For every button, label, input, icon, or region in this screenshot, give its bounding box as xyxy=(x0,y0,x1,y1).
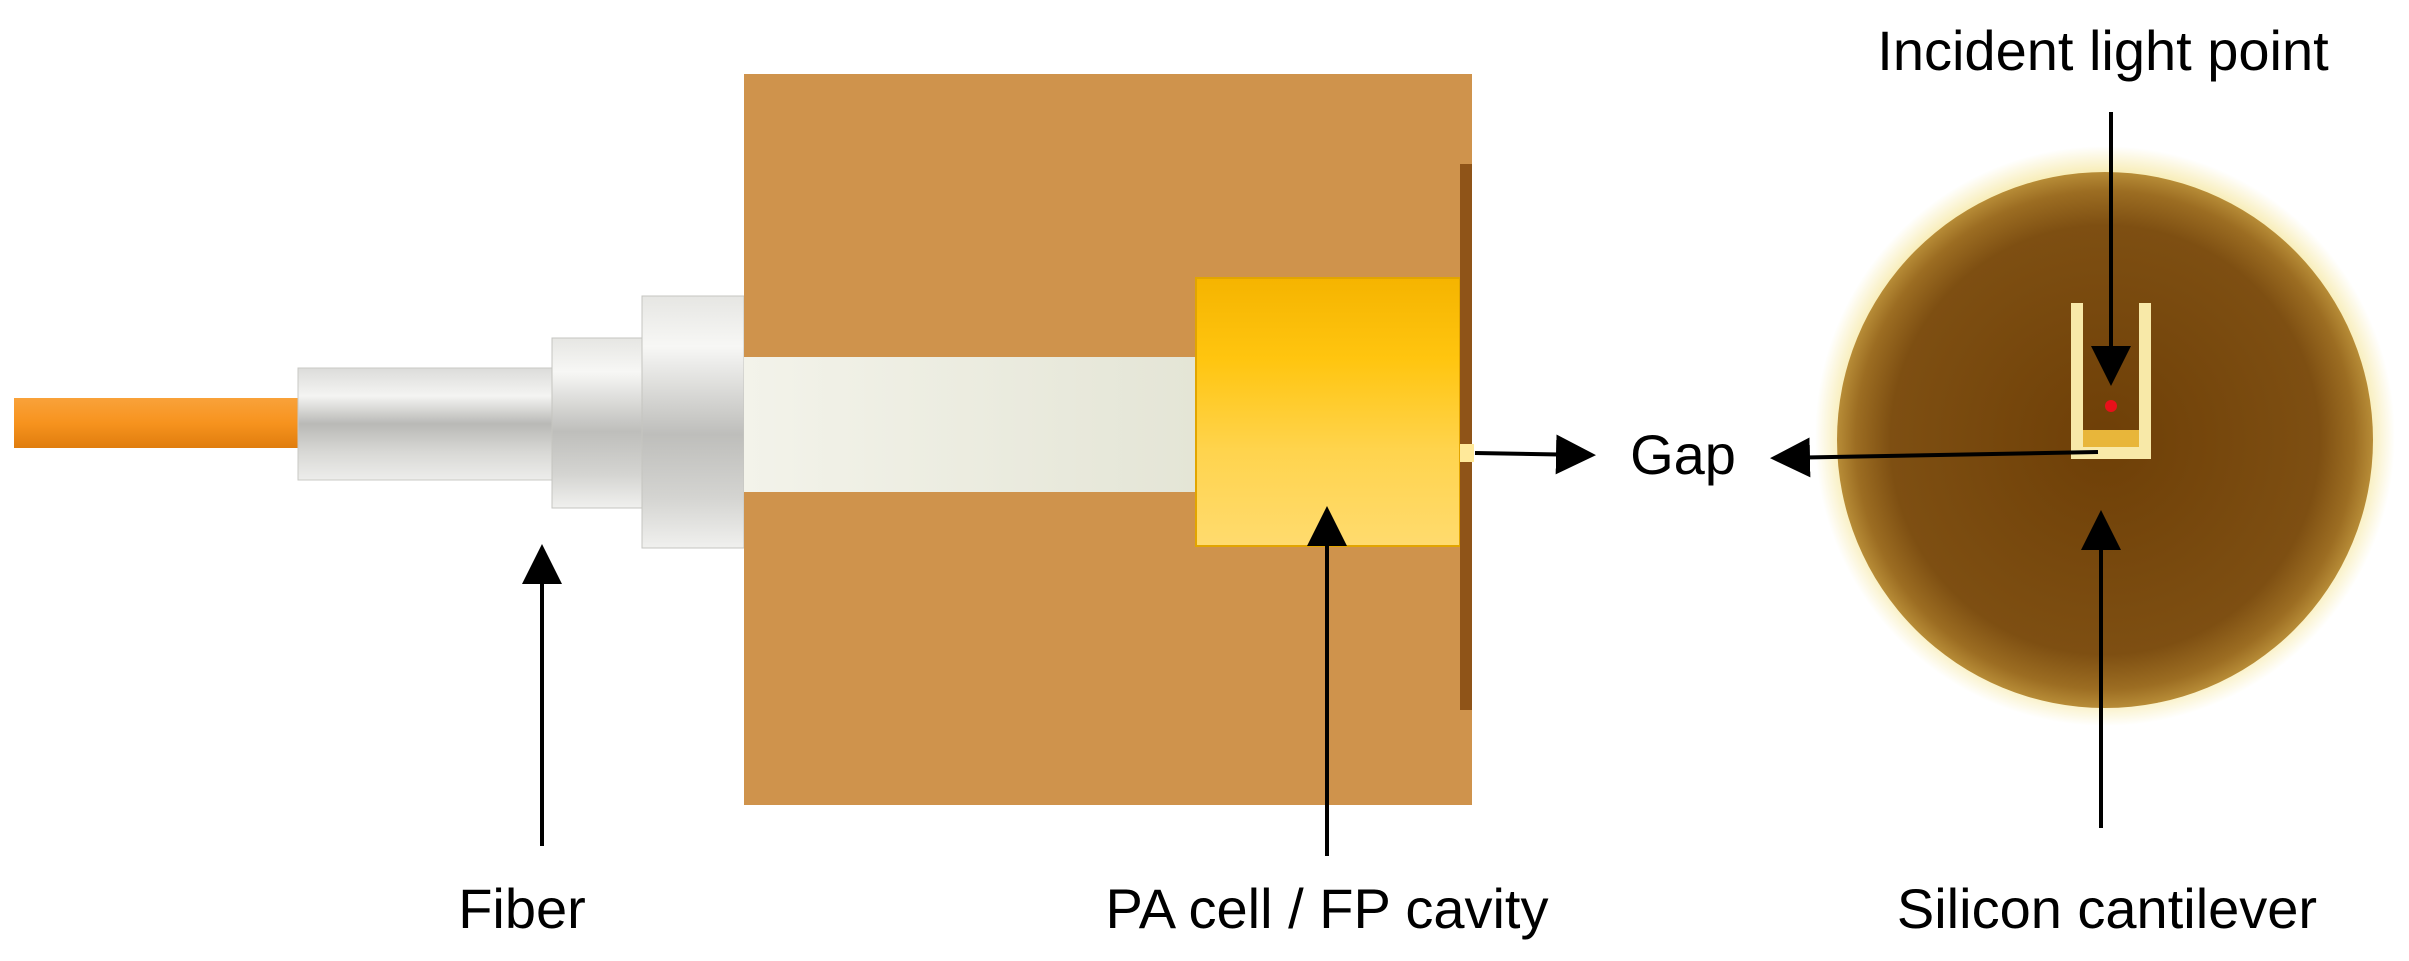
gap-label: Gap xyxy=(1630,423,1736,486)
pa-cell-label: PA cell / FP cavity xyxy=(1106,877,1549,940)
fiber-sleeve-middle xyxy=(551,337,645,509)
gap-arrow-right xyxy=(1770,437,2099,478)
fiber-label: Fiber xyxy=(458,877,586,940)
ferrule xyxy=(744,357,1196,492)
fiber-sleeve-inner xyxy=(641,295,745,549)
diaphragm-strip-bottom xyxy=(1460,462,1472,710)
cantilever-slot-shade xyxy=(2083,430,2139,447)
pa-cell-cavity xyxy=(1195,277,1461,547)
incident-light-dot xyxy=(2105,400,2117,412)
cantilever-slot xyxy=(2071,303,2151,459)
incident-light-label: Incident light point xyxy=(1877,19,2329,82)
fiber-core xyxy=(14,398,301,448)
gap-opening xyxy=(1460,444,1474,462)
gap-arrow-left xyxy=(1474,434,1596,475)
fiber-sleeve-outer xyxy=(297,367,555,481)
cantilever-label: Silicon cantilever xyxy=(1897,877,2317,940)
diaphragm-strip-top xyxy=(1460,164,1472,444)
